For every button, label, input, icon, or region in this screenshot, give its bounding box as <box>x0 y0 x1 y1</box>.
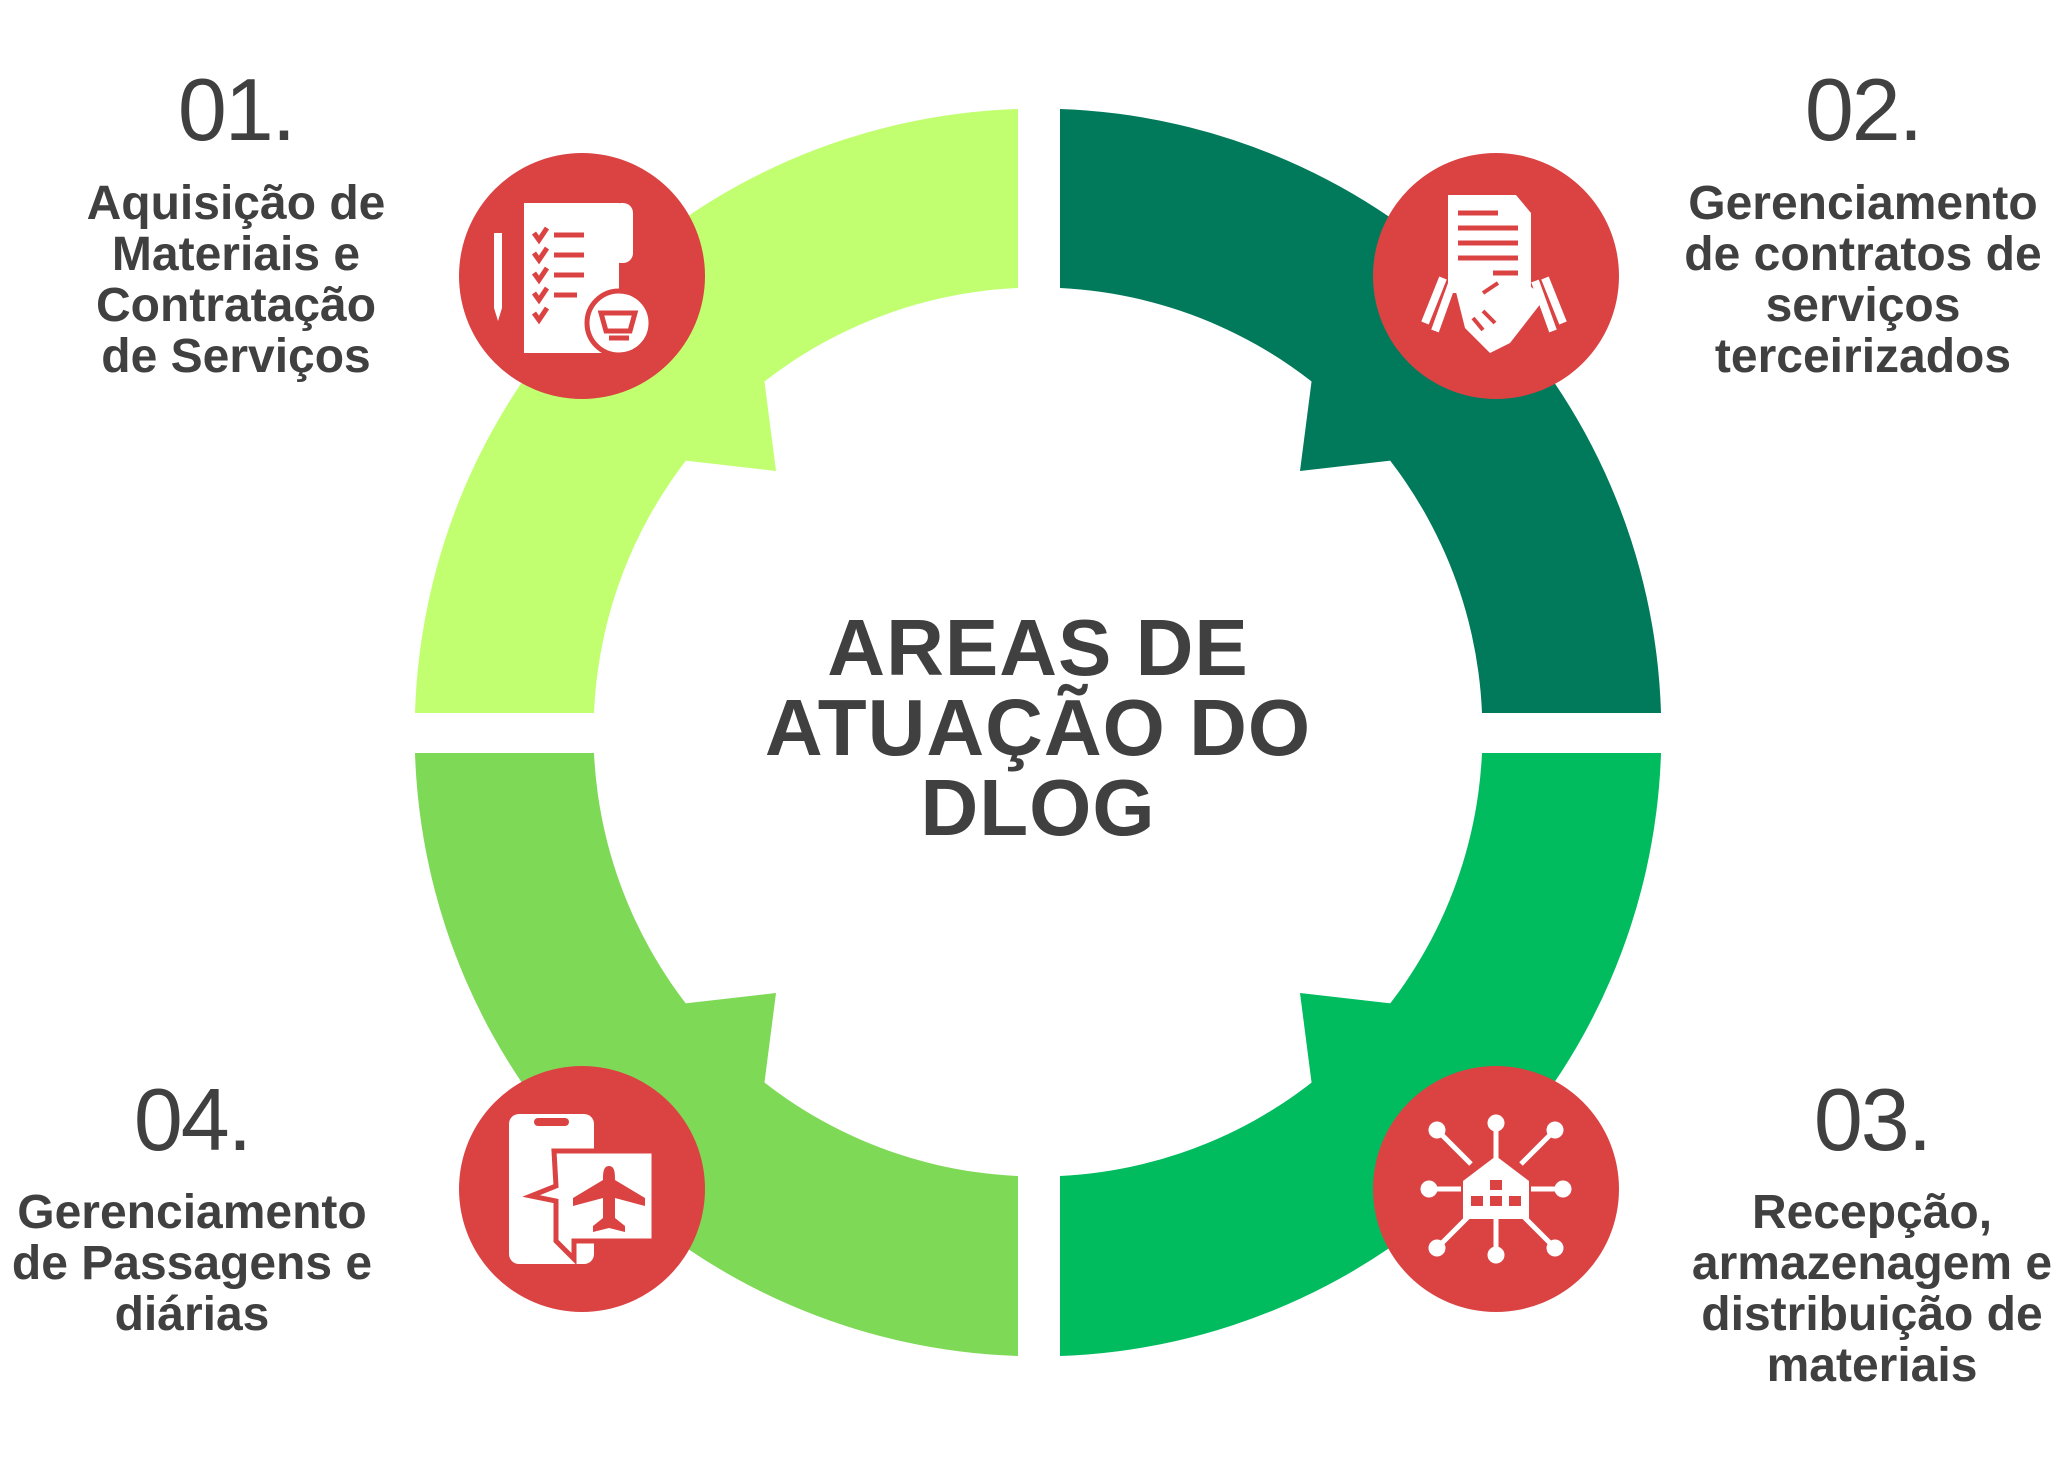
phone-airplane-icon <box>459 1066 705 1312</box>
warehouse-network-icon <box>1373 1066 1619 1312</box>
label-line: armazenagem e <box>1691 1237 2053 1290</box>
label-line: de Serviços <box>101 330 371 383</box>
segment-01-arrow <box>680 378 776 471</box>
label-line: de Passagens e <box>11 1237 373 1290</box>
label-line: Recepção, <box>1751 1186 1993 1239</box>
contract-handshake-icon <box>1373 153 1619 399</box>
label-line: de contratos de <box>1684 228 2042 281</box>
label-line: terceirizados <box>1714 330 2012 383</box>
item-03-label: Recepção, armazenagem e distribuição de … <box>1662 1187 2069 1391</box>
segment-03-arrow <box>1300 993 1396 1086</box>
title-line: ATUAÇÃO DO <box>764 683 1312 772</box>
item-03-number: 03. <box>1813 1070 1932 1169</box>
label-line: Aquisição de <box>86 177 386 230</box>
item-02-label: Gerenciamento de contratos de serviços t… <box>1653 178 2069 382</box>
item-04-number: 04. <box>133 1070 252 1169</box>
segment-02-arrow <box>1300 378 1396 471</box>
item-04-label: Gerenciamento de Passagens e diárias <box>0 1187 402 1340</box>
item-01-label: Aquisição de Materiais e Contratação de … <box>26 178 446 382</box>
label-line: diárias <box>114 1288 270 1341</box>
segment-04-arrow <box>680 993 776 1086</box>
label-line: serviços <box>1765 279 1961 332</box>
title-line: DLOG <box>920 763 1156 852</box>
label-line: materiais <box>1766 1339 1978 1392</box>
label-line: Contratação <box>95 279 377 332</box>
item-02-number: 02. <box>1804 60 1923 159</box>
item-01-number: 01. <box>177 60 296 159</box>
title-line: AREAS DE <box>827 603 1249 692</box>
diagram-title: AREAS DE ATUAÇÃO DO DLOG <box>688 608 1388 848</box>
label-line: Gerenciamento <box>17 1186 367 1239</box>
label-line: distribuição de <box>1701 1288 2043 1341</box>
label-line: Materiais e <box>111 228 361 281</box>
segment-03 <box>1060 753 1661 1356</box>
label-line: Gerenciamento <box>1688 177 2038 230</box>
checklist-cart-icon <box>459 153 705 399</box>
